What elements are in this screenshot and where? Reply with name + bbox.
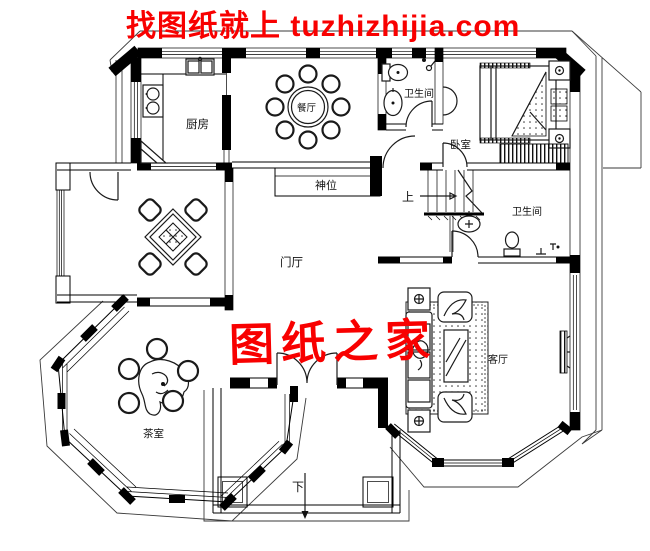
stairs-up-label: 上 <box>402 190 414 204</box>
towel-rail <box>536 243 560 255</box>
tea-stools <box>117 337 200 415</box>
living-room: 客厅 <box>385 287 573 467</box>
tea-label: 茶室 <box>143 427 164 440</box>
bathroom-top-label: 卫生间 <box>404 87 434 100</box>
bedroom: 卧室 <box>420 60 571 171</box>
tv <box>559 330 571 374</box>
armchairs <box>437 291 473 423</box>
dresser <box>499 143 569 164</box>
coffee-table <box>443 329 469 383</box>
kitchen: 厨房 <box>137 48 232 171</box>
sofa-figure <box>412 340 429 371</box>
west-wall <box>130 57 142 164</box>
south-wall-entrance <box>230 352 388 428</box>
corner-shelf <box>140 139 168 164</box>
dining-room: 餐厅 神位 <box>232 64 416 197</box>
east-wall <box>569 67 581 431</box>
site-watermark-top: 找图纸就上 tuzhizhijia.com <box>126 10 521 43</box>
toilet-icon <box>381 63 409 82</box>
tea-room: 茶室 <box>50 294 298 511</box>
stairs: 上 <box>402 169 484 252</box>
sink-icon <box>383 88 403 117</box>
living-label: 客厅 <box>488 353 508 366</box>
south-bay-window <box>385 420 573 467</box>
porch-columns <box>217 476 394 508</box>
bathroom-top: 卫生间 <box>377 47 458 131</box>
dining-table <box>265 64 351 150</box>
west-bay-window <box>55 162 137 304</box>
hall-label: 门厅 <box>280 255 303 269</box>
shrine-label: 神位 <box>315 178 337 192</box>
bed <box>479 62 557 144</box>
roof-eave-outline <box>39 30 642 522</box>
kitchen-sink <box>185 56 215 76</box>
stove <box>142 84 164 118</box>
octagon-wall-posts <box>50 294 298 511</box>
pillows <box>550 88 568 122</box>
site-watermark-center: 图纸之家 <box>228 315 438 371</box>
sofa <box>405 287 433 433</box>
shrine: 神位 <box>274 167 381 197</box>
mahjong-table <box>138 198 208 276</box>
recreation-room <box>55 162 234 311</box>
kitchen-label: 厨房 <box>186 118 209 131</box>
bedroom-label: 卧室 <box>450 138 471 151</box>
sink-icon <box>457 211 481 233</box>
dining-label: 餐厅 <box>297 102 317 114</box>
toilet-icon <box>503 231 521 257</box>
shower-icon <box>422 58 436 72</box>
double-door <box>276 352 338 385</box>
porch: 下 <box>212 388 401 519</box>
porch-down-label: 下 <box>292 480 304 494</box>
bathroom-mid-label: 卫生间 <box>512 205 542 218</box>
bathroom-mid: 卫生间 <box>378 205 570 264</box>
nightstands <box>548 60 571 149</box>
